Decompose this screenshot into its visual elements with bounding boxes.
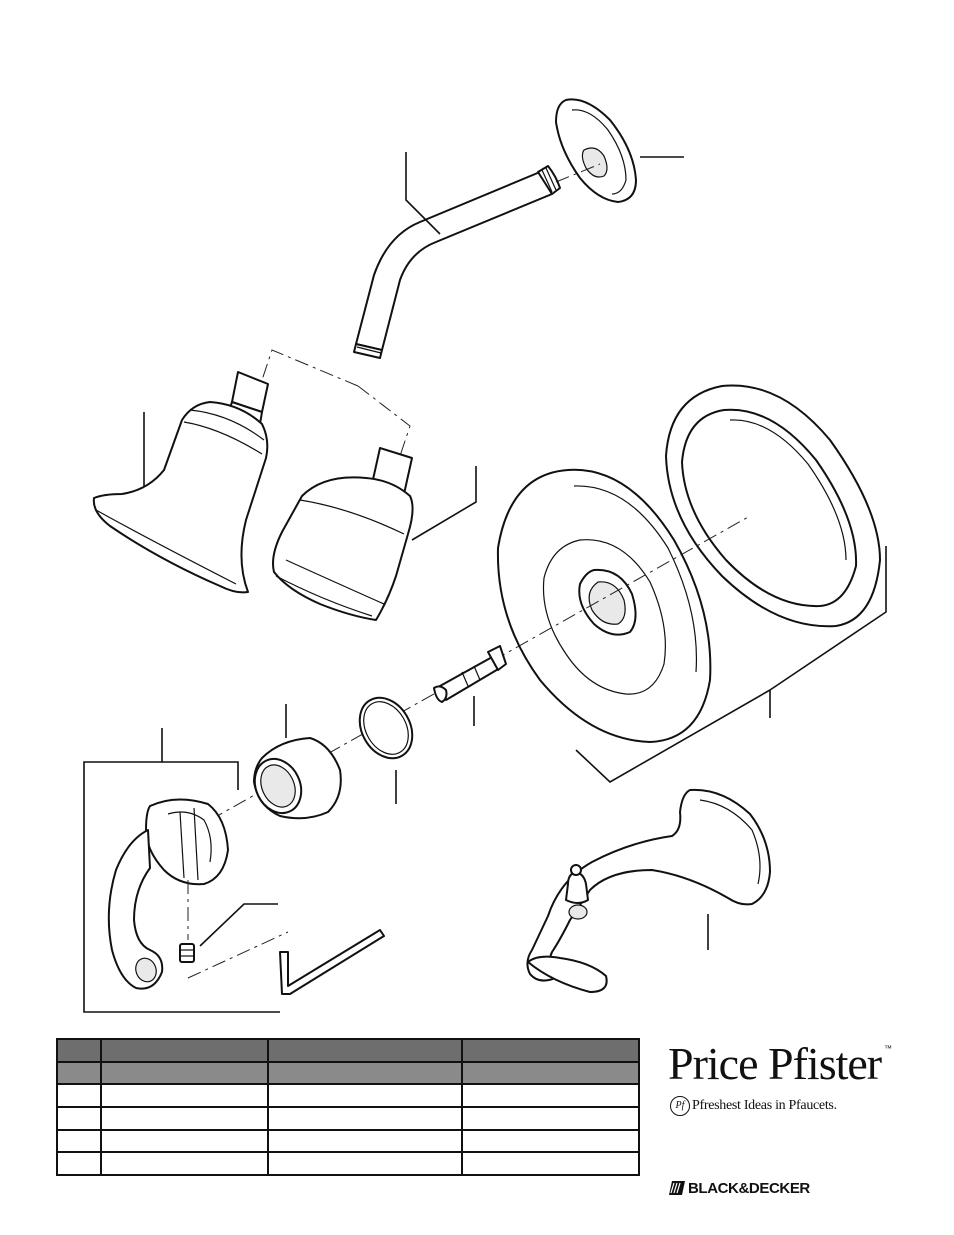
table-cell — [266, 1151, 464, 1176]
table-cell — [100, 1105, 269, 1131]
escutcheon-plate — [496, 468, 887, 783]
shower-arm-flange — [555, 98, 684, 203]
table-row — [55, 1105, 640, 1131]
o-ring — [358, 696, 414, 804]
table-cell — [100, 1128, 269, 1154]
table-cell — [461, 1083, 640, 1108]
manufacturer-name: BLACK&DECKER — [688, 1179, 810, 1197]
table-cell — [55, 1128, 103, 1154]
table-cell — [461, 1151, 640, 1176]
table-cell — [100, 1151, 269, 1176]
handle-bracket — [83, 728, 280, 1013]
table-cell — [266, 1060, 464, 1086]
screw-callout-line — [199, 903, 278, 947]
escutcheon-callout-lower — [575, 689, 771, 783]
head2-callout-line — [411, 466, 477, 541]
table-cell — [461, 1128, 640, 1154]
table-cell — [266, 1038, 464, 1063]
lever-handle — [107, 798, 229, 990]
trademark-mark: ™ — [884, 1044, 892, 1053]
table-cell — [55, 1060, 103, 1086]
hexagon-logo-icon — [669, 1181, 685, 1195]
brand-tagline: Pfreshest Ideas in Pfaucets. — [692, 1098, 837, 1113]
table-cell — [55, 1083, 103, 1108]
hex-key — [187, 929, 385, 995]
sleeve — [253, 704, 342, 820]
table-cell — [461, 1060, 640, 1086]
manufacturer-logo: BLACK&DECKER — [668, 1178, 810, 1198]
escutcheon-gasket — [665, 384, 881, 628]
escutcheon-callout-upper — [769, 546, 887, 718]
table-row — [55, 1151, 640, 1176]
table-row — [55, 1128, 640, 1154]
pf-badge-icon: Pf — [670, 1096, 690, 1116]
table-cell — [100, 1060, 269, 1086]
table-cell — [266, 1083, 464, 1108]
shower-arm — [353, 152, 601, 359]
table-header-row — [55, 1038, 640, 1063]
table-cell — [461, 1105, 640, 1131]
tub-spout — [526, 788, 771, 993]
table-header-row — [55, 1060, 640, 1086]
table-cell — [55, 1038, 103, 1063]
brand-name: Price Pfister — [668, 1038, 882, 1089]
table-cell — [461, 1038, 640, 1063]
table-cell — [100, 1083, 269, 1108]
shower-head-bell — [92, 371, 269, 594]
table-cell — [100, 1038, 269, 1063]
table-cell — [55, 1151, 103, 1176]
set-screw — [179, 880, 278, 963]
stem-extension — [433, 645, 507, 726]
shower-head-multi — [272, 447, 477, 621]
table-row — [55, 1083, 640, 1108]
table-cell — [266, 1105, 464, 1131]
parts-table — [55, 1038, 640, 1176]
brand-logo: Price Pfister ™ Pf Pfreshest Ideas in Pf… — [668, 1036, 908, 1126]
table-cell — [55, 1105, 103, 1131]
arm-callout-line — [405, 152, 441, 235]
table-cell — [266, 1128, 464, 1154]
